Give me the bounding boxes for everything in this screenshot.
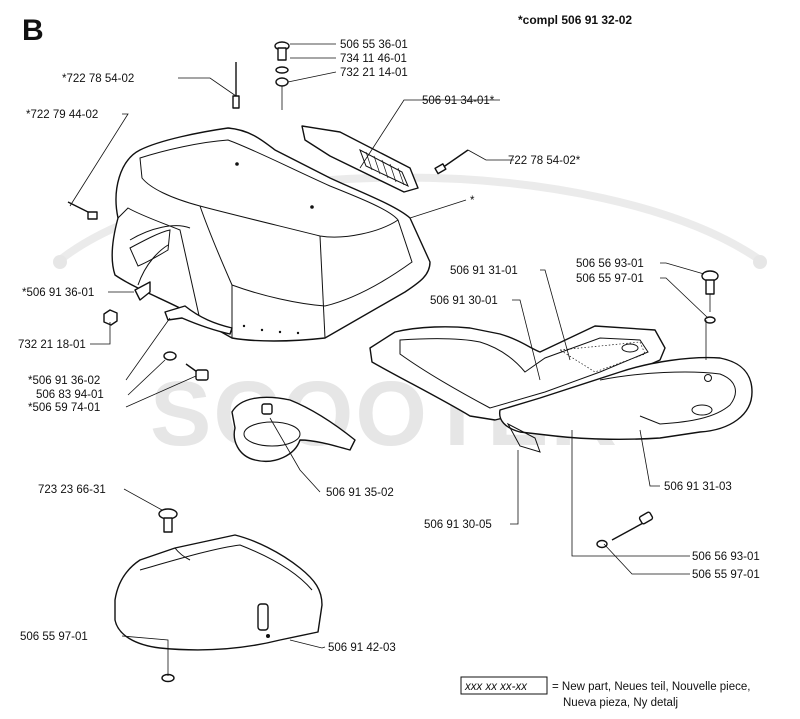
label-506-91-30-05: 506 91 30-05 <box>424 519 492 531</box>
washer-bolt-part <box>163 351 209 381</box>
legend: xxx xx xx-xx = New part, Neues teil, Nou… <box>460 676 750 709</box>
label-506-91-31-01: 506 91 31-01 <box>450 265 518 277</box>
legend-line-2: Nueva pieza, Ny detalj <box>563 697 678 709</box>
label-asterisk: * <box>470 195 475 207</box>
label-506-55-97-01-box: 506 55 97-01 <box>20 631 88 643</box>
label-506-91-35-02: 506 91 35-02 <box>326 487 394 499</box>
label-722-78-54-02-left: *722 78 54-02 <box>62 73 134 85</box>
cup-holder-part <box>231 396 356 462</box>
leader-lines <box>69 43 709 676</box>
seat-base-part <box>369 325 666 421</box>
label-734-11-46-01: 734 11 46-01 <box>340 53 407 65</box>
label-506-55-97-01-top: 506 55 97-01 <box>576 273 644 285</box>
legend-box-text: xxx xx xx-xx <box>464 681 528 693</box>
label-506-59-74-01: *506 59 74-01 <box>28 402 100 414</box>
label-506-91-36-02: *506 91 36-02 <box>28 375 100 387</box>
label-722-79-44-02: *722 79 44-02 <box>26 109 98 121</box>
seat-part <box>498 356 753 453</box>
grille-panel-part <box>301 125 419 193</box>
cotter-pin-top <box>232 62 240 109</box>
label-506-91-42-03: 506 91 42-03 <box>328 642 396 654</box>
header-note: *compl 506 91 32-02 <box>518 13 632 27</box>
label-732-21-18-01: 732 21 18-01 <box>18 339 86 351</box>
label-506-56-93-01-top: 506 56 93-01 <box>576 258 644 270</box>
label-506-91-30-01: 506 91 30-01 <box>430 295 498 307</box>
label-506-55-97-01-bottom: 506 55 97-01 <box>692 569 760 581</box>
long-screw-part <box>596 511 654 549</box>
label-506-83-94-01: 506 83 94-01 <box>36 389 104 401</box>
box-screw-part <box>158 508 178 533</box>
screw-stack-top <box>274 41 290 110</box>
label-723-23-66-31: 723 23 66-31 <box>38 484 106 496</box>
label-732-21-14-01: 732 21 14-01 <box>340 67 408 79</box>
label-506-56-93-01-bottom: 506 56 93-01 <box>692 551 760 563</box>
nut-small-part <box>103 309 118 326</box>
label-506-55-36-01: 506 55 36-01 <box>340 39 408 51</box>
part-number-labels: 506 55 36-01 734 11 46-01 732 21 14-01 *… <box>18 39 760 654</box>
bracket-left-part <box>134 244 169 301</box>
cotter-pin-right <box>434 149 469 175</box>
legend-box <box>460 676 548 695</box>
bracket-lower-part <box>164 305 233 335</box>
section-letter: B <box>22 14 44 47</box>
legend-line-1: = New part, Neues teil, Nouvelle piece, <box>552 681 750 693</box>
knob-right-part <box>701 270 719 324</box>
storage-box-part <box>114 534 323 683</box>
label-506-91-31-03: 506 91 31-03 <box>664 481 732 493</box>
label-722-78-54-02-right: 722 78 54-02* <box>508 155 581 167</box>
label-506-91-34-01: 506 91 34-01* <box>422 95 495 107</box>
cotter-pin-left <box>67 201 98 220</box>
hood-cover-part <box>111 127 431 342</box>
label-506-91-36-01: *506 91 36-01 <box>22 287 94 299</box>
